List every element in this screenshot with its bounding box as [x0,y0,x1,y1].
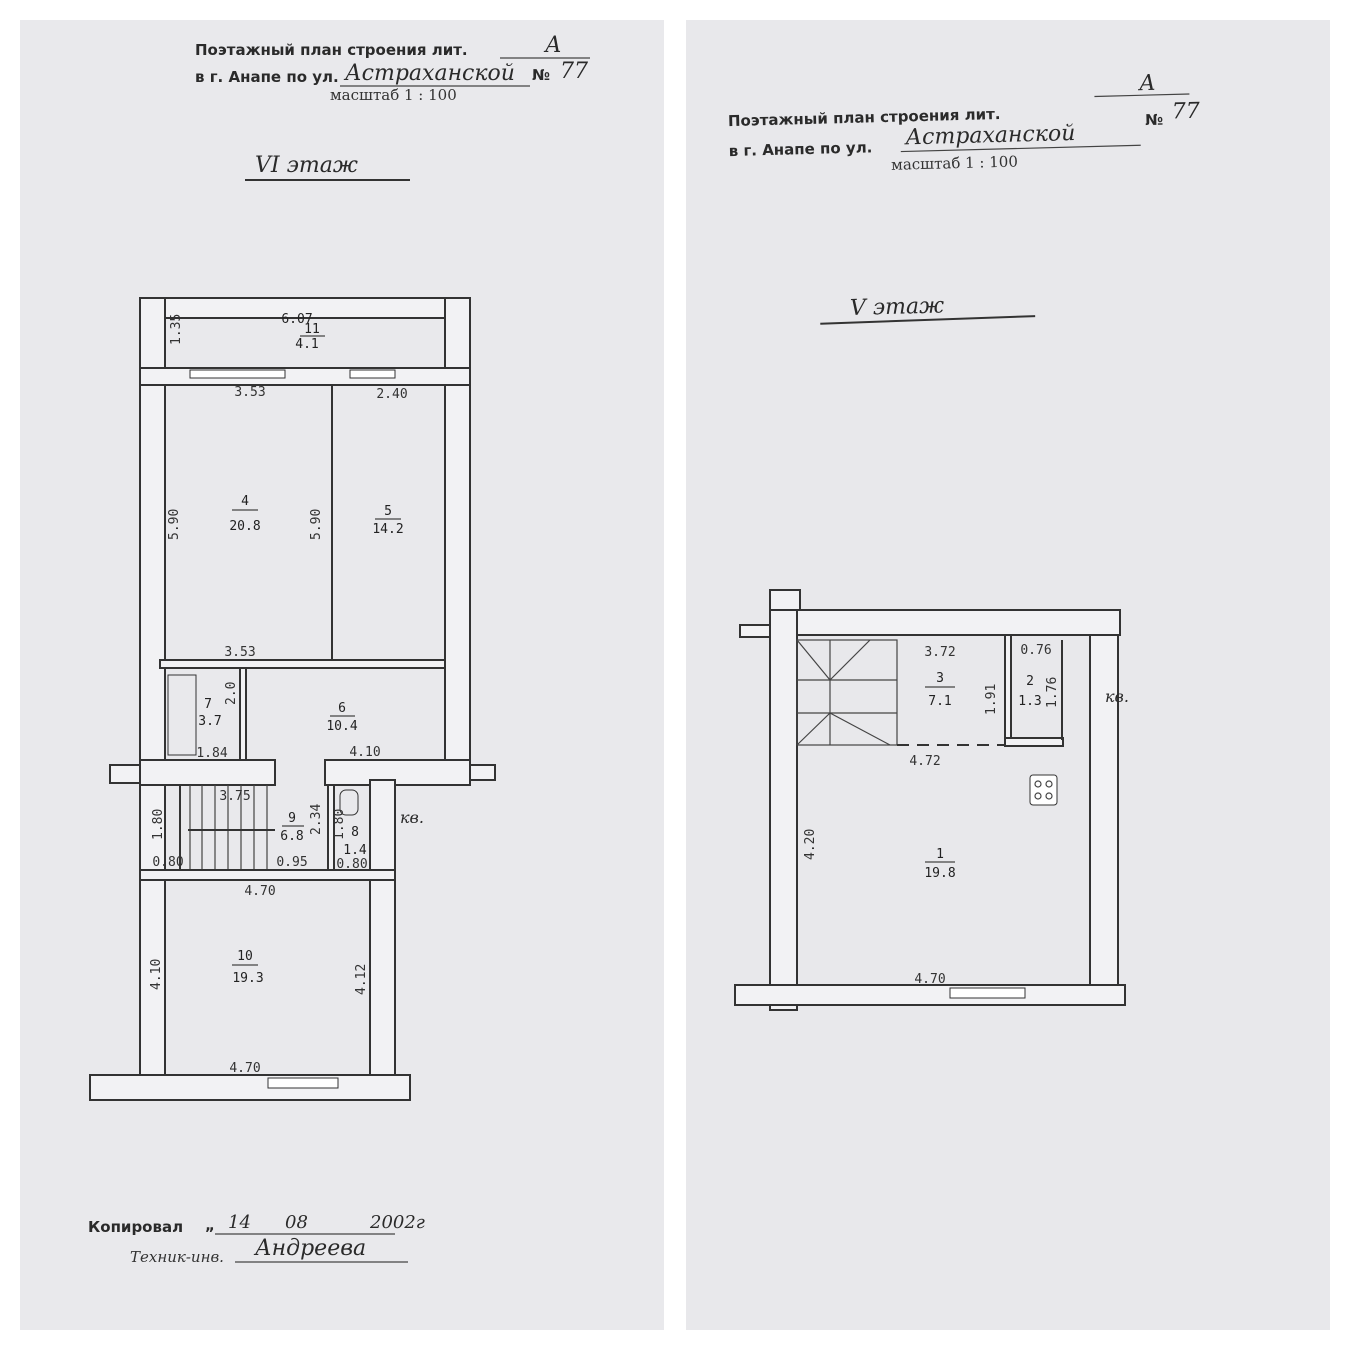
plan-label: 19.3 [232,971,263,986]
city-text: в г. Анапе по ул. [195,68,339,86]
plan-label: 0.80 [152,855,183,870]
plan-label: 4.10 [349,745,380,760]
plan-label: 6.8 [280,829,303,844]
left-floor-plan [89,297,496,1101]
plan-label: 1.80 [332,809,347,840]
plan-label: Техник-инв. [130,1248,224,1266]
plan-label: 20.8 [229,519,260,534]
plan-label: 1.4 [343,843,367,858]
svg-text:„: „ [205,1216,215,1234]
plan-label: 5.90 [309,509,324,540]
left-room-labels: 6.07 11 4.1 1.35 3.53 2.40 5.90 5.90 4 2… [149,312,424,1076]
plan-label: 6.07 [281,312,312,327]
plan-label: 14.2 [372,522,403,537]
plan-label: 4 [241,494,249,509]
right-room-labels: 3.72 0.76 3 7.1 1.91 2 1.3 1.76 4.72 4.2… [803,643,1129,987]
plan-label: 1.80 [151,809,166,840]
plan-label: 10.4 [326,719,357,734]
plan-label: 0.95 [276,855,307,870]
left-header: Поэтажный план строения лит. А в г. Анап… [195,33,590,181]
plan-label: 3 [936,671,944,686]
plan-label: 2.40 [376,387,407,402]
plan-label: 5.90 [167,509,182,540]
signature: Андреева [253,1236,366,1261]
stove-icon [1029,774,1058,806]
plan-label: 4.70 [229,1061,260,1076]
plan-label: 1 [936,847,944,862]
plan-label: 8 [351,825,359,840]
plan-label: 3.72 [924,645,955,660]
plan-label: в г. Анапе по ул. [728,138,872,160]
left-sheet [20,20,664,1330]
title-text: Поэтажный план строения лит. [195,41,468,59]
plan-label: 4.12 [354,964,369,995]
plan-label: 6 [338,701,346,716]
window-icon [267,1077,339,1089]
plan-label: 11 [304,322,320,337]
liter: А [543,33,562,58]
plan-label: 0.80 [336,857,367,872]
plan-label: 77 [1172,99,1201,125]
scale: масштаб 1 : 100 [330,86,457,104]
plan-label: 5 [384,504,392,519]
plan-label: 3.7 [198,714,221,729]
plan-label: кв. [1105,687,1129,706]
plan-label: 2 [1026,674,1034,689]
plan-label: 2.34 [309,804,324,835]
plan-label: 1.3 [1018,694,1041,709]
plan-label: № [1145,111,1164,129]
street: Астраханской [343,61,515,86]
plan-label: 7 [204,697,212,712]
building-number: 77 [560,59,588,84]
plan-label: 0.76 [1020,643,1051,658]
plan-label: 4.70 [244,884,275,899]
plan-label: V этаж [850,293,945,320]
plan-label: 9 [288,811,296,826]
floor-label: VI этаж [255,153,358,178]
plan-label: 10 [237,949,253,964]
plan-label: 08 [285,1212,308,1233]
plan-label: 3.53 [224,645,255,660]
plan-label: 1.35 [169,314,184,345]
spiral-stairs [796,639,898,746]
plan-label: Астраханской [903,121,1076,150]
plan-label: 3.75 [219,789,250,804]
plan-label: А [1137,71,1156,96]
plan-label: 4.1 [295,337,318,352]
stairs [188,785,275,870]
plan-label: 2.0 [224,682,239,705]
plan-label: кв. [400,808,424,827]
plan-label: 4.72 [909,754,940,769]
left-footer: Копировал „ 14 08 2002г Техник-инв. Андр… [88,1212,425,1266]
plan-label: 1.76 [1045,677,1060,708]
plan-label: 4.70 [914,972,945,987]
toilet-icon [339,789,359,816]
plan-label: Копировал [88,1218,183,1236]
plan-label: 1.91 [984,684,999,715]
plan-label: 4.10 [149,959,164,990]
plan-label: 14 [228,1212,251,1233]
plan-label: 7.1 [928,694,951,709]
plan-label: 1.84 [196,746,227,761]
plan-label: 2002г [369,1212,425,1233]
number-label: № [532,66,550,84]
plan-label: 3.53 [234,385,265,400]
plan-label: 19.8 [924,866,955,881]
right-floor-plan [734,589,1126,1011]
plan-label: масштаб 1 : 100 [891,153,1018,174]
plan-label: 4.20 [803,829,818,860]
